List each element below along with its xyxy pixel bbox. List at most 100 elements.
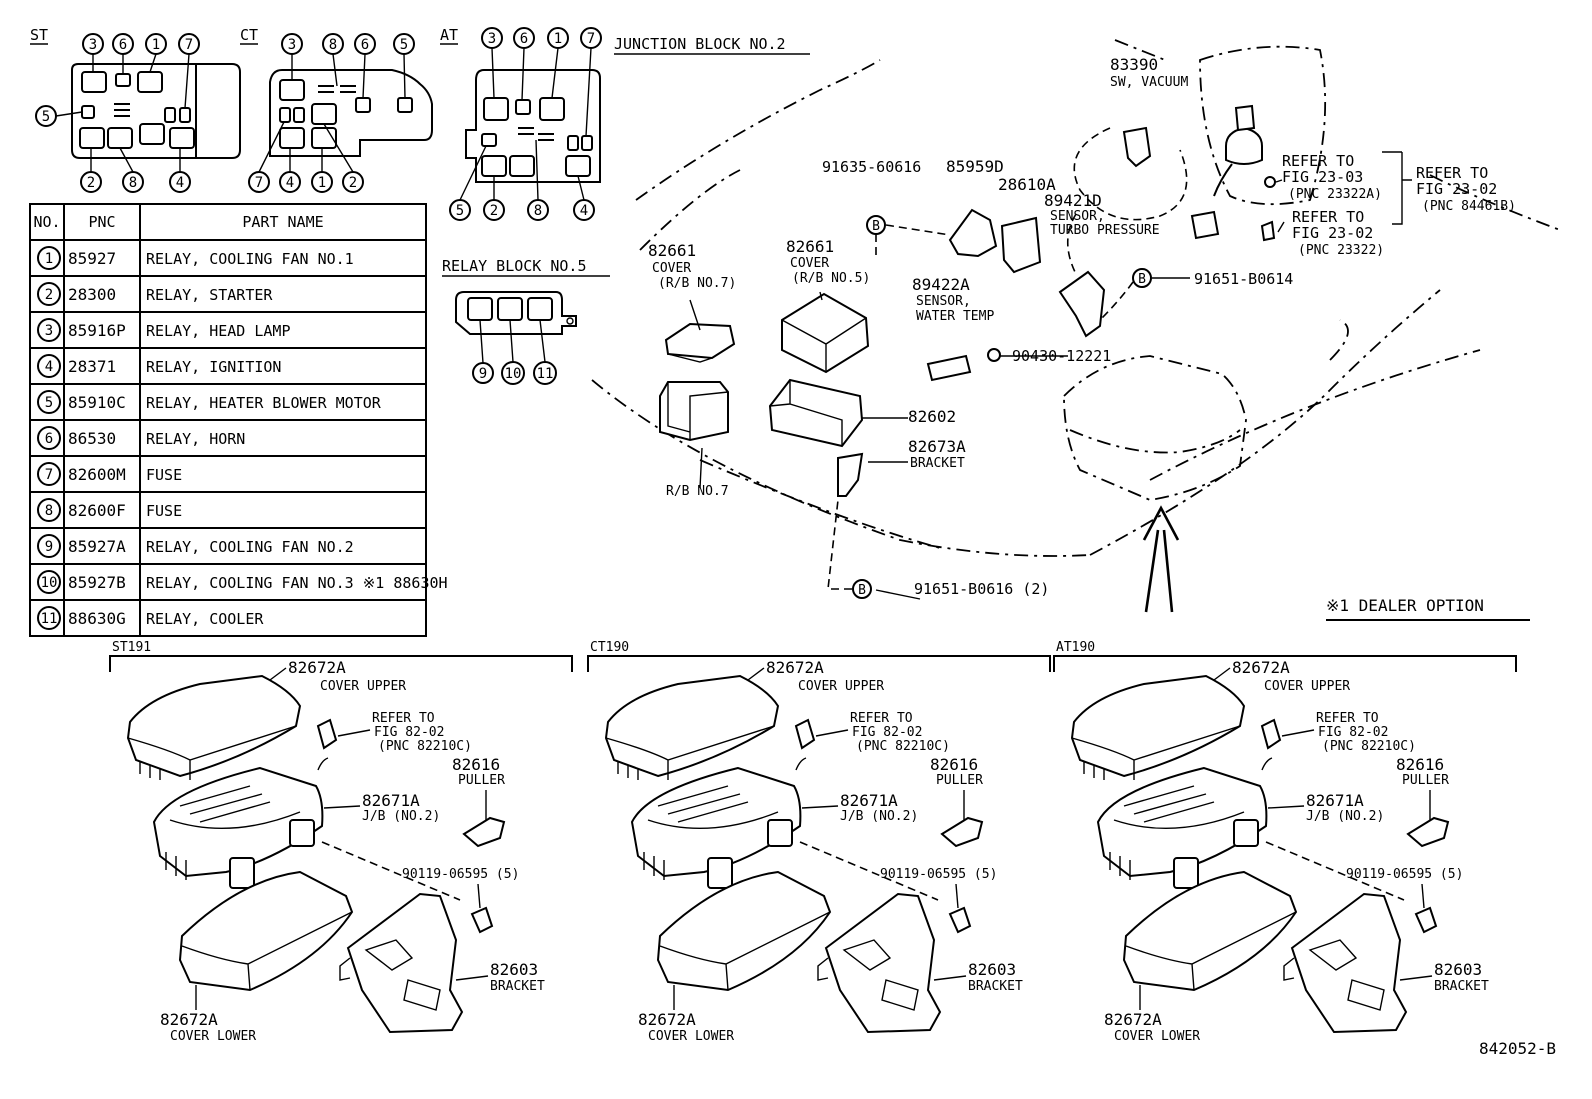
refer2-b: FIG 23-02 <box>1416 180 1497 198</box>
st-num-2: 2 <box>87 175 95 191</box>
ct-num-2: 2 <box>349 175 357 191</box>
refer-a: REFER TO <box>850 711 913 726</box>
table-row-name: RELAY, HEAD LAMP <box>146 322 291 340</box>
cover-lower-desc: COVER LOWER <box>170 1029 256 1044</box>
ct-num-6: 6 <box>361 37 369 53</box>
table-row-pnc: 85927B <box>68 573 126 592</box>
callout-89422a-d1: SENSOR, <box>916 294 971 309</box>
rb-num-9: 9 <box>479 366 487 382</box>
at-num-3: 3 <box>488 31 496 47</box>
st-num-4: 4 <box>176 175 184 191</box>
table-row-no: 3 <box>45 323 53 339</box>
puller-desc: PULLER <box>936 773 983 788</box>
refer-b: FIG 82-02 <box>374 725 444 740</box>
callout-82661-b: 82661 <box>786 237 834 256</box>
callout-91635: 91635-60616 <box>822 158 921 176</box>
refer-c: (PNC 82210C) <box>1322 739 1416 754</box>
cover-upper-desc: COVER UPPER <box>320 679 406 694</box>
at-num-1: 1 <box>554 31 562 47</box>
bracket-desc: BRACKET <box>968 979 1023 994</box>
table-row-name: RELAY, COOLING FAN NO.1 <box>146 250 354 268</box>
puller-desc: PULLER <box>458 773 505 788</box>
at-num-5: 5 <box>456 203 464 219</box>
callout-89421d-d1: SENSOR, <box>1050 209 1105 224</box>
refer-c: (PNC 82210C) <box>378 739 472 754</box>
st-num-8: 8 <box>129 175 137 191</box>
table-row-name: RELAY, COOLING FAN NO.2 <box>146 538 354 556</box>
bolt-marks: B B B <box>827 215 1152 599</box>
ct-num-4: 4 <box>286 175 294 191</box>
fuse-layout-ct: CT 3 8 6 5 7 4 1 2 <box>240 26 433 193</box>
callout-90430: 90430-12221 <box>1012 347 1111 365</box>
refer2-a: REFER TO <box>1416 164 1488 182</box>
table-row-no: 1 <box>45 251 53 267</box>
table-row-no: 5 <box>45 395 53 411</box>
callout-82661-a-d1: COVER <box>652 261 691 276</box>
bracket-pnc: 82603 <box>1434 960 1482 979</box>
refer1-a: REFER TO <box>1282 152 1354 170</box>
callout-89422a: 89422A <box>912 275 970 294</box>
callout-89422a-d2: WATER TEMP <box>916 309 994 324</box>
cover-upper-pnc: 82672A <box>288 658 346 677</box>
callout-91651-b0614: 91651-B0614 <box>1194 270 1293 288</box>
at-num-8: 8 <box>534 203 542 219</box>
junction-block-label: JUNCTION BLOCK NO.2 <box>614 35 786 53</box>
table-row-name: RELAY, COOLER <box>146 610 264 628</box>
puller-pnc: 82616 <box>1396 755 1444 774</box>
table-row-pnc: 28300 <box>68 285 116 304</box>
puller-pnc: 82616 <box>452 755 500 774</box>
layout-label-st: ST <box>30 26 48 44</box>
fuse-layout-st: ST 3 6 1 7 5 2 8 4 <box>30 26 241 193</box>
jb-pnc: 82671A <box>840 791 898 810</box>
assembly-title: ST191 <box>112 640 151 655</box>
table-row-pnc: 85927 <box>68 249 116 268</box>
table-row-pnc: 85910C <box>68 393 126 412</box>
callout-82602: 82602 <box>908 407 956 426</box>
callout-82661-a: 82661 <box>648 241 696 260</box>
cover-upper-desc: COVER UPPER <box>798 679 884 694</box>
cover-lower-pnc: 82672A <box>638 1010 696 1029</box>
at-num-2: 2 <box>490 203 498 219</box>
callout-89421d-d2: TURBO PRESSURE <box>1050 223 1160 238</box>
table-row-no: 2 <box>45 287 53 303</box>
at-num-6: 6 <box>520 31 528 47</box>
cover-lower-desc: COVER LOWER <box>648 1029 734 1044</box>
bolt-pnc: 90119-06595 (5) <box>880 867 997 882</box>
st-num-6: 6 <box>119 37 127 53</box>
table-row-no: 9 <box>45 539 53 555</box>
bracket-pnc: 82603 <box>968 960 1016 979</box>
table-row-name: RELAY, HEATER BLOWER MOTOR <box>146 394 382 412</box>
layout-label-at: AT <box>440 26 458 44</box>
refer-b: FIG 82-02 <box>852 725 922 740</box>
refer1-b: FIG 23-03 <box>1282 168 1363 186</box>
callout-82673a: 82673A <box>908 437 966 456</box>
table-row-pnc: 85916P <box>68 321 126 340</box>
table-row-pnc: 85927A <box>68 537 126 556</box>
table-row-pnc: 82600M <box>68 465 126 484</box>
refer3-a: REFER TO <box>1292 208 1364 226</box>
callout-91651-b0616: 91651-B0616 (2) <box>914 580 1049 598</box>
refer-a: REFER TO <box>372 711 435 726</box>
table-header: PNC <box>88 213 115 231</box>
layout-label-ct: CT <box>240 26 258 44</box>
top-callouts: 83390 SW, VACUUM REFER TO FIG 23-03 (PNC… <box>648 55 1530 621</box>
bolt-pnc: 90119-06595 (5) <box>1346 867 1463 882</box>
figure-id: 842052-B <box>1479 1039 1556 1058</box>
table-row-name: FUSE <box>146 466 182 484</box>
table-row-name: RELAY, COOLING FAN NO.3 ※1 88630H <box>146 574 448 592</box>
cover-upper-desc: COVER UPPER <box>1264 679 1350 694</box>
puller-desc: PULLER <box>1402 773 1449 788</box>
bracket-desc: BRACKET <box>490 979 545 994</box>
engine-bay-outline <box>591 39 1561 613</box>
jb-desc: J/B (NO.2) <box>1306 809 1384 824</box>
jb-desc: J/B (NO.2) <box>362 809 440 824</box>
table-row-no: 6 <box>45 431 53 447</box>
table-header: NO. <box>33 213 60 231</box>
top-leaders <box>689 151 1412 600</box>
b-mark-3: B <box>858 583 866 598</box>
callout-83390-desc: SW, VACUUM <box>1110 75 1188 90</box>
ct-num-3: 3 <box>288 37 296 53</box>
